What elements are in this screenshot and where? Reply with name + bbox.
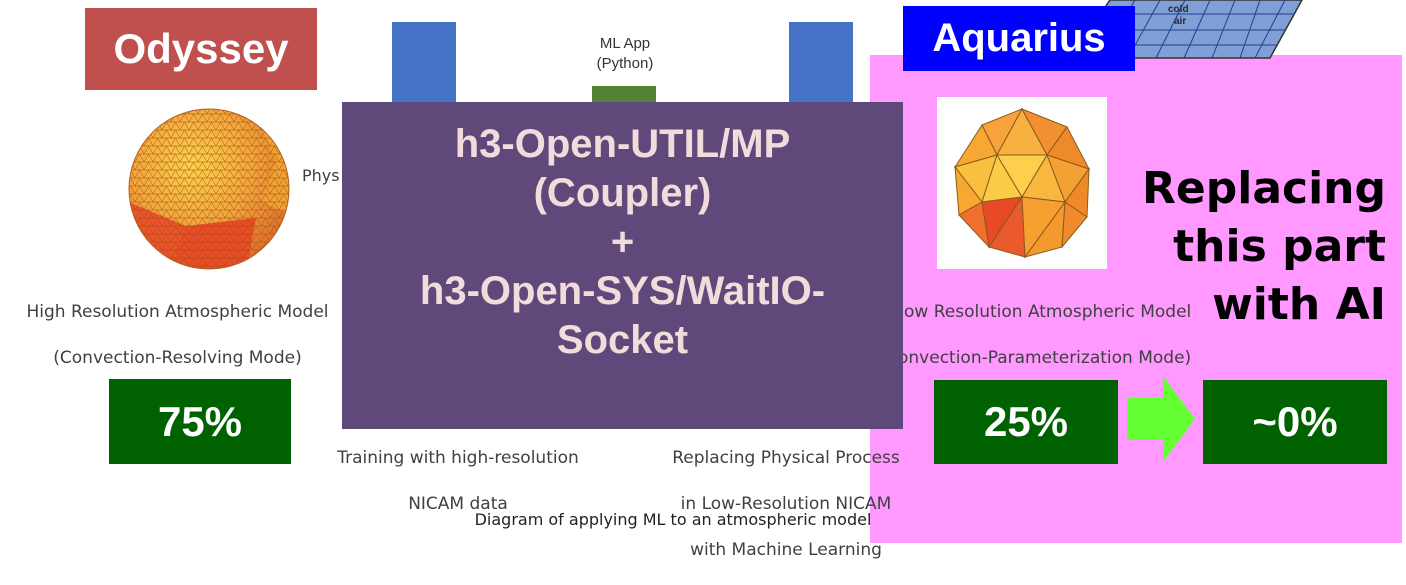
odyssey-label: Odyssey [85, 8, 317, 90]
overlay-line-4: h3-Open-SYS/WaitIO- [419, 269, 826, 313]
low-resolution-caption: ow Resolution Atmospheric Model onvectio… [898, 278, 1228, 393]
high-res-caption-line-2: (Convection-Resolving Mode) [53, 348, 302, 368]
callout-line-2: this part [1173, 221, 1386, 272]
high-resolution-caption: High Resolution Atmospheric Model (Conve… [0, 278, 355, 393]
ml-app-label: ML App (Python) [566, 34, 684, 74]
overlay-line-1: h3-Open-UTIL/MP [454, 122, 791, 166]
replacing-process-caption: Replacing Physical Process in Low-Resolu… [655, 424, 917, 585]
training-caption: Training with high-resolution NICAM data [318, 424, 598, 539]
cold-air-label-1: cold [1168, 4, 1189, 15]
high-res-caption-line-1: High Resolution Atmospheric Model [26, 302, 329, 322]
coupler-overlay-box: h3-Open-UTIL/MP (Coupler) + h3-Open-SYS/… [342, 102, 903, 429]
overlay-line-5: Socket [556, 318, 689, 362]
ai-callout-text: Replacing this part with AI [1130, 160, 1386, 334]
overlay-line-2: (Coupler) [533, 171, 712, 215]
callout-line-1: Replacing [1142, 163, 1386, 214]
aquarius-label: Aquarius [903, 6, 1135, 71]
ml-app-line-2: (Python) [596, 55, 654, 72]
replacing-caption-line-1: Replacing Physical Process [672, 448, 900, 468]
blue-bar-right [789, 22, 853, 112]
replacing-caption-line-3: with Machine Learning [690, 540, 882, 560]
cold-air-label-2: air [1174, 16, 1186, 27]
training-caption-line-2: NICAM data [408, 494, 508, 514]
blue-bar-left [392, 22, 456, 112]
ml-app-line-1: ML App [599, 35, 651, 52]
training-caption-line-1: Training with high-resolution [337, 448, 579, 468]
low-res-percentage: 25% [934, 380, 1118, 464]
high-resolution-globe-image [128, 108, 290, 270]
overlay-line-3: + [610, 220, 635, 264]
callout-line-3: with AI [1212, 279, 1386, 330]
right-arrow-icon [1127, 376, 1195, 462]
diagram-caption: Diagram of applying ML to an atmospheric… [474, 510, 872, 529]
high-res-percentage: 75% [109, 379, 291, 464]
ai-percentage: ~0% [1203, 380, 1387, 464]
low-res-caption-line-2: onvection-Parameterization Mode) [898, 348, 1192, 368]
replacing-caption-line-2: in Low-Resolution NICAM [680, 494, 892, 514]
low-resolution-globe-image [937, 97, 1107, 269]
physics-label-fragment: Phys [302, 166, 340, 185]
low-res-caption-line-1: ow Resolution Atmospheric Model [904, 302, 1192, 322]
